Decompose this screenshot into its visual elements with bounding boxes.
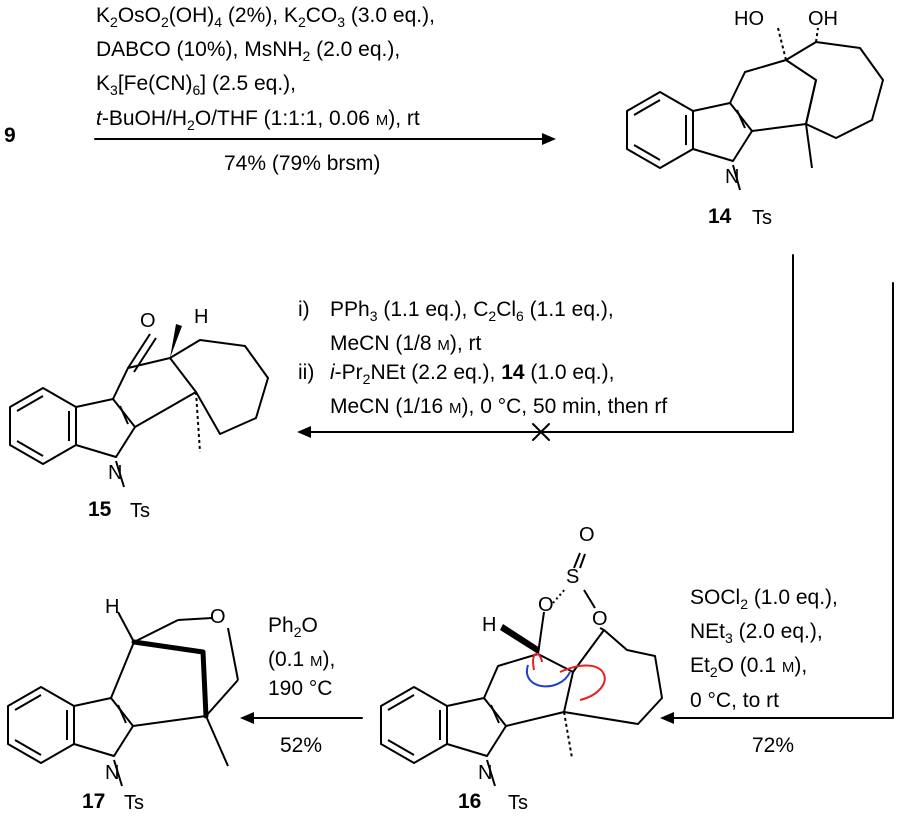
atom-n-15: N <box>108 462 123 484</box>
atom-oh-14: OH <box>808 8 838 30</box>
atom-o-15: O <box>140 310 156 332</box>
step3-conditions: SOCl2 (1.0 eq.), NEt3 (2.0 eq.), Et2O (0… <box>690 584 838 714</box>
atom-h-16: H <box>482 614 497 636</box>
compound-label-17: 17 <box>82 790 106 813</box>
structure-15 <box>9 333 269 488</box>
atom-n-17: N <box>105 762 120 784</box>
atom-n-16: N <box>478 762 493 784</box>
step3-yield: 72% <box>752 734 795 757</box>
step1-line4: t-BuOH/H2O/THF (1:1:1, 0.06 M), rt <box>96 106 420 133</box>
atom-n-14: N <box>725 166 740 188</box>
atom-ts-15: Ts <box>130 500 150 522</box>
compound-label-16: 16 <box>458 790 482 813</box>
structure-17 <box>7 617 239 787</box>
atom-s-16: S <box>566 566 580 588</box>
arrow-step2 <box>304 254 794 433</box>
structure-14 <box>626 41 884 191</box>
step3-line1: SOCl2 (1.0 eq.), <box>690 586 838 613</box>
step4-line3: 190 °C <box>268 677 333 701</box>
structure-16 <box>380 552 663 787</box>
step4-line2: (0.1 M), <box>268 648 336 672</box>
step4-line1: Ph2O <box>268 614 318 641</box>
atom-o-16-top: O <box>579 524 595 546</box>
step1-line2: DABCO (10%), MsNH2 (2.0 eq.), <box>96 38 401 65</box>
compound-label-9: 9 <box>4 124 16 147</box>
step4-yield: 52% <box>280 734 323 757</box>
atom-o-16-right: O <box>592 608 608 630</box>
step1-conditions: K2OsO2(OH)4 (2%), K2CO3 (3.0 eq.), DABCO… <box>96 2 435 139</box>
step1-line1: K2OsO2(OH)4 (2%), K2CO3 (3.0 eq.), <box>96 4 435 31</box>
atom-o-17: O <box>210 606 226 628</box>
step2-line3: ii)i-Pr2NEt (2.2 eq.), 14 (1.0 eq.), <box>298 361 615 388</box>
atom-o-16-left: O <box>538 594 554 616</box>
atom-ts-17: Ts <box>124 792 144 814</box>
atom-ts-14: Ts <box>752 207 772 229</box>
step3-line2: NEt3 (2.0 eq.), <box>690 620 823 647</box>
step1-yield: 74% (79% brsm) <box>224 152 381 175</box>
step2-line2: MeCN (1/8 M), rt <box>330 332 482 356</box>
compound-label-15: 15 <box>88 498 112 521</box>
step2-line1: i)PPh3 (1.1 eq.), C2Cl6 (1.1 eq.), <box>298 298 614 325</box>
step2-line4: MeCN (1/16 M), 0 °C, 50 min, then rf <box>330 395 668 419</box>
step2-conditions: i)PPh3 (1.1 eq.), C2Cl6 (1.1 eq.), MeCN … <box>298 296 667 422</box>
atom-ts-16: Ts <box>508 792 528 814</box>
atom-h-17: H <box>105 596 120 618</box>
step4-conditions: Ph2O (0.1 M), 190 °C <box>268 612 335 702</box>
atom-h-15: H <box>194 306 209 328</box>
arrow-step3 <box>667 282 894 719</box>
step1-line3: K3[Fe(CN)6] (2.5 eq.), <box>96 72 296 99</box>
step3-line3: Et2O (0.1 M), <box>690 654 808 681</box>
compound-label-14: 14 <box>708 205 732 228</box>
step3-line4: 0 °C, to rt <box>690 688 779 712</box>
atom-ho-14: HO <box>734 8 764 30</box>
